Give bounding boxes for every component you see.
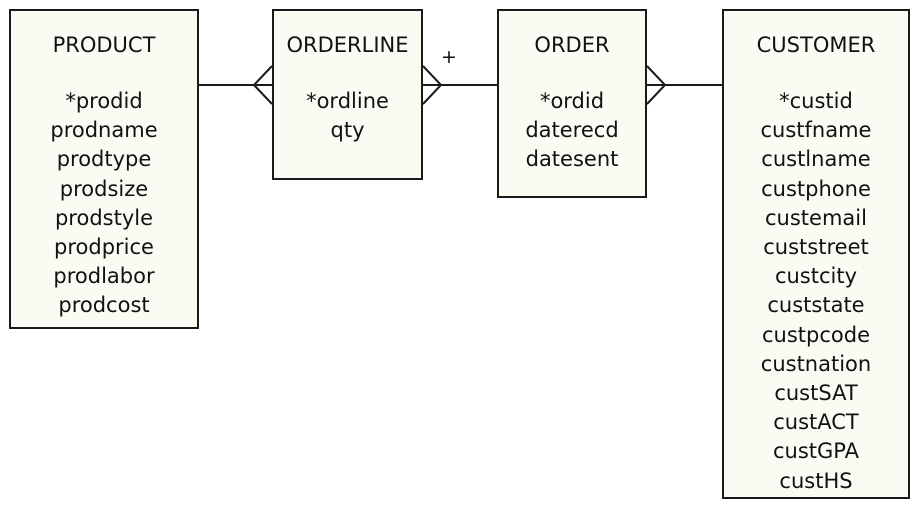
attribute: custcity — [774, 264, 858, 289]
attribute: custpcode — [761, 322, 870, 347]
attribute: qty — [330, 118, 365, 143]
entity-title: CUSTOMER — [756, 33, 876, 57]
attribute-list: *custid custfname custlname custphone cu… — [724, 87, 908, 496]
attribute: custHS — [779, 468, 853, 493]
attribute: prodprice — [54, 235, 154, 260]
attribute: prodlabor — [53, 264, 155, 289]
attribute: prodsize — [59, 176, 149, 201]
attribute: prodcost — [58, 293, 150, 318]
attribute-list: *ordid daterecd datesent — [499, 87, 645, 175]
attribute: *prodid — [65, 89, 143, 113]
attribute: custfname — [760, 118, 872, 143]
attribute: custphone — [761, 176, 871, 201]
entity-customer: CUSTOMER *custid custfname custlname cus… — [722, 9, 910, 499]
orderline-crowsfoot-order-side — [422, 65, 443, 105]
entity-title: ORDER — [534, 33, 610, 57]
entity-order: ORDER *ordid daterecd datesent — [497, 9, 647, 198]
attribute-list: *ordline qty — [274, 87, 421, 145]
order-crowsfoot-customer-side — [646, 65, 667, 105]
attribute: prodstyle — [54, 205, 154, 230]
attribute: custstreet — [763, 235, 869, 260]
attribute-list: *prodid prodname prodtype prodsize prods… — [11, 87, 197, 321]
attribute: prodtype — [56, 147, 152, 172]
attribute: custGPA — [773, 439, 859, 464]
attribute: prodname — [50, 118, 158, 143]
attribute: *ordline — [306, 89, 389, 113]
attribute: custACT — [773, 410, 859, 435]
entity-title: ORDERLINE — [286, 33, 409, 57]
attribute: custstate — [767, 293, 865, 318]
entity-orderline: ORDERLINE *ordline qty — [272, 9, 423, 180]
orderline-crowsfoot-product-side — [252, 65, 273, 105]
entity-product: PRODUCT *prodid prodname prodtype prodsi… — [9, 9, 199, 329]
attribute: daterecd — [525, 118, 619, 143]
attribute: custnation — [760, 351, 872, 376]
attribute: custlname — [761, 147, 871, 172]
attribute: datesent — [525, 147, 619, 172]
attribute: *custid — [779, 89, 853, 113]
attribute: custemail — [765, 205, 867, 230]
attribute: custSAT — [774, 381, 858, 406]
entity-title: PRODUCT — [52, 33, 156, 57]
identifying-relationship-marker: + — [441, 46, 457, 68]
attribute: *ordid — [539, 89, 605, 113]
